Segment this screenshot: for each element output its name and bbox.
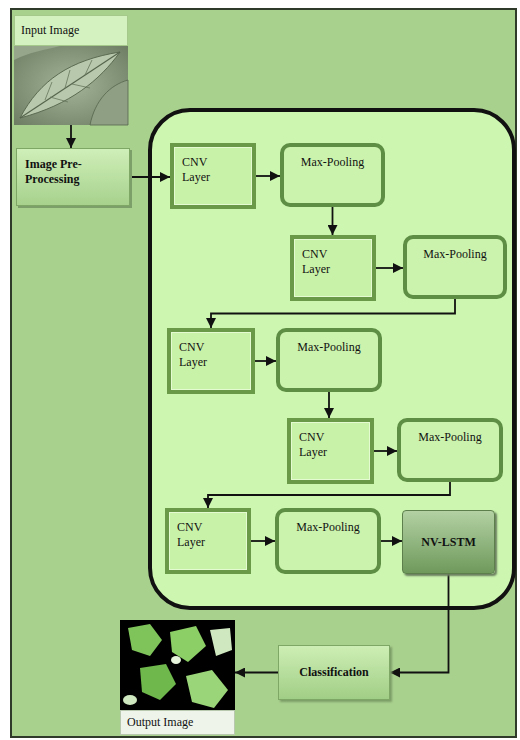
output-image: Output Image	[120, 620, 235, 735]
pooling-box: Max-Pooling	[397, 418, 503, 482]
segment-blob	[140, 664, 176, 700]
node-label: Image Pre- Processing	[25, 157, 121, 187]
pooling-box: Max-Pooling	[276, 328, 382, 392]
node-label: Max-Pooling	[285, 520, 371, 535]
conv-layer-box: CNV Layer	[290, 235, 376, 301]
leaf-shape	[20, 52, 120, 118]
pooling-box: Max-Pooling	[275, 508, 381, 574]
node-label: CNV Layer	[302, 247, 330, 277]
node-label: CNV Layer	[177, 520, 205, 550]
flow-arrow	[130, 176, 170, 178]
flow-arrow	[390, 574, 449, 673]
pooling-box: Max-Pooling	[280, 143, 385, 207]
node-label: NV-LSTM	[421, 535, 475, 550]
process-box: Image Pre- Processing	[16, 148, 130, 206]
node-label: CNV Layer	[179, 340, 207, 370]
node-label: Max-Pooling	[290, 155, 375, 170]
leaf-vein	[20, 52, 120, 118]
flow-arrow	[70, 125, 72, 148]
conv-layer-box: CNV Layer	[170, 143, 256, 209]
node-label: Max-Pooling	[413, 247, 497, 262]
flow-arrow	[381, 540, 402, 542]
leaf-vein	[45, 60, 92, 102]
node-label: Max-Pooling	[286, 340, 372, 355]
flow-arrow	[332, 207, 334, 235]
leaf-photo	[14, 45, 128, 125]
segment-blob	[170, 626, 206, 662]
node-label: CNV Layer	[182, 155, 210, 185]
segment-blob	[186, 670, 228, 708]
conv-layer-box: CNV Layer	[287, 418, 374, 484]
node-label: Output Image	[120, 710, 235, 735]
segment-blob	[128, 624, 162, 656]
flow-arrow	[235, 672, 278, 674]
node-label: Max-Pooling	[407, 430, 493, 445]
output-picture	[120, 620, 235, 735]
flow-arrow	[256, 175, 280, 177]
lstm-box: NV-LSTM	[402, 510, 495, 574]
flow-arrow	[211, 299, 455, 328]
node-label: Classification	[299, 665, 368, 680]
conv-layer-box: CNV Layer	[165, 508, 251, 574]
flow-arrow	[376, 267, 403, 269]
node-label: CNV Layer	[299, 430, 327, 460]
leaf-shape	[14, 46, 60, 60]
panel	[11, 9, 516, 737]
leaf-picture	[14, 45, 128, 125]
leaf-shape	[90, 80, 128, 125]
flow-arrow	[374, 450, 397, 452]
segment-blob	[210, 628, 232, 656]
output-photo	[120, 620, 235, 735]
classifier-box: Classification	[278, 645, 390, 700]
input-image: Input Image	[14, 15, 128, 125]
model-container	[150, 110, 514, 608]
conv-layer-box: CNV Layer	[167, 328, 255, 394]
flow-arrow	[328, 392, 330, 418]
segment-blob	[123, 695, 137, 705]
pooling-box: Max-Pooling	[403, 235, 507, 299]
flow-arrow	[251, 540, 275, 542]
segment-blob	[171, 656, 181, 664]
flow-arrow	[255, 360, 276, 362]
node-label: Input Image	[14, 15, 128, 46]
flow-arrow	[208, 482, 450, 508]
